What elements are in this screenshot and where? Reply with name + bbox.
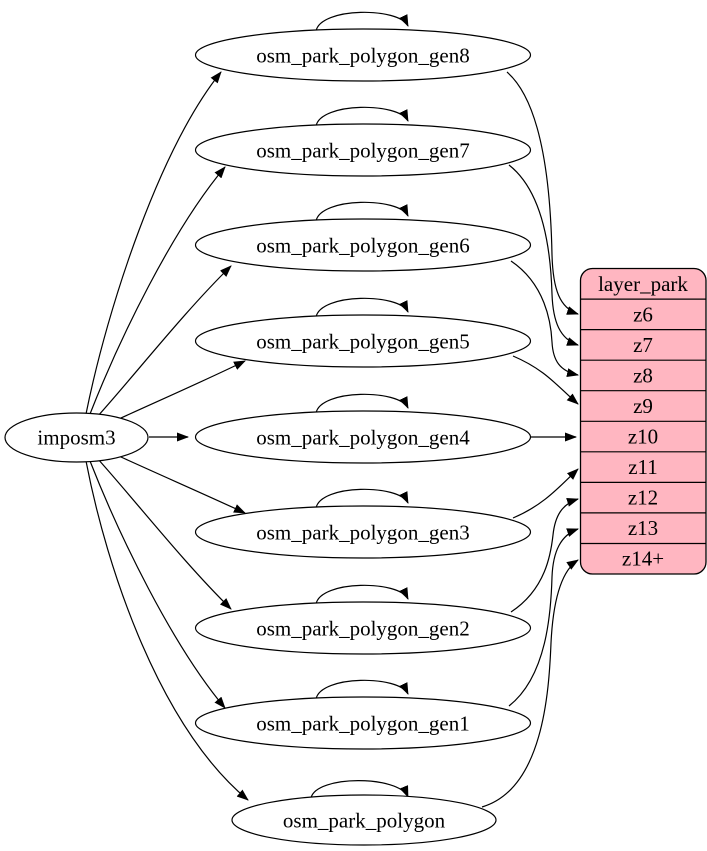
- edge-imposm3-to-gen2: [96, 457, 232, 610]
- gen3-label: osm_park_polygon_gen3: [256, 521, 469, 545]
- edge-gen2-to-z12: [510, 497, 579, 613]
- edge-imposm3-to-gen1: [89, 460, 226, 709]
- node-osm-park-polygon-gen1: osm_park_polygon_gen1: [194, 696, 532, 750]
- gen8-label: osm_park_polygon_gen8: [256, 44, 469, 68]
- node-osm-park-polygon-gen7: osm_park_polygon_gen7: [194, 123, 532, 177]
- gen2-ellipse: [194, 601, 532, 655]
- node-osm-park-polygon-gen5: osm_park_polygon_gen5: [194, 314, 532, 368]
- layer-park-row-z10: z10: [628, 425, 658, 449]
- layer-park-row-z11: z11: [628, 455, 658, 479]
- node-osm-park-polygon-gen4: osm_park_polygon_gen4: [194, 410, 532, 464]
- imposm3-ellipse: [4, 412, 149, 463]
- self-loop-gen6: [315, 201, 409, 222]
- self-loop-gen5: [315, 297, 409, 318]
- self-loop-gen7: [315, 106, 409, 127]
- self-loop-osm-park-polygon: [310, 780, 409, 799]
- edge-imposm3-to-gen6: [96, 265, 232, 418]
- gen5-ellipse: [194, 314, 532, 368]
- gen7-ellipse: [194, 123, 532, 177]
- layer-park-row-z9: z9: [633, 394, 653, 418]
- node-osm-park-polygon-gen2: osm_park_polygon_gen2: [194, 601, 532, 655]
- edge-imposm3-to-gen8: [85, 71, 222, 415]
- layer-park-row-z7: z7: [633, 333, 653, 357]
- self-loop-gen1: [315, 679, 409, 700]
- gen6-ellipse: [194, 218, 532, 272]
- layer-park-row-z6: z6: [633, 303, 653, 327]
- self-loop-gen4: [315, 393, 409, 414]
- self-loop-gen3: [315, 488, 409, 509]
- gen4-label: osm_park_polygon_gen4: [256, 426, 470, 450]
- self-loop-gen2: [315, 584, 409, 605]
- node-osm-park-polygon: osm_park_polygon: [231, 794, 497, 846]
- edge-imposm3-to-gen7: [89, 166, 226, 415]
- gen6-label: osm_park_polygon_gen6: [256, 234, 469, 258]
- self-loop-edges: [310, 11, 409, 799]
- gen1-ellipse: [194, 696, 532, 750]
- node-osm-park-polygon-gen8: osm_park_polygon_gen8: [194, 28, 532, 82]
- edge-gen8-to-z6: [506, 71, 579, 315]
- imposm3-label: imposm3: [37, 426, 115, 450]
- gen3-ellipse: [194, 505, 532, 559]
- mapping-edges: [481, 71, 579, 808]
- node-imposm3: imposm3: [4, 412, 149, 463]
- gen2-label: osm_park_polygon_gen2: [256, 617, 469, 641]
- edge-osm-park-polygon-to-z14plus: [481, 559, 579, 808]
- layer-park-row-separators: [580, 298, 706, 545]
- osm-park-polygon-label: osm_park_polygon: [283, 809, 446, 833]
- edge-imposm3-to-gen5: [109, 360, 246, 424]
- gen1-label: osm_park_polygon_gen1: [256, 712, 469, 736]
- edge-gen7-to-z7: [508, 164, 579, 346]
- layer-park-row-z14plus: z14+: [622, 547, 664, 571]
- edge-imposm3-to-osm-park-polygon: [85, 460, 249, 801]
- edge-gen6-to-z8: [510, 260, 579, 378]
- layer-park-row-z12: z12: [628, 486, 658, 510]
- layer-park-header: layer_park: [598, 272, 688, 296]
- edge-gen5-to-z9: [512, 355, 579, 405]
- edge-imposm3-to-gen3: [109, 451, 246, 514]
- gen8-ellipse: [194, 28, 532, 82]
- source-edges: [85, 71, 249, 801]
- node-osm-park-polygon-gen6: osm_park_polygon_gen6: [194, 218, 532, 272]
- layer-park-row-z13: z13: [628, 516, 658, 540]
- gen4-ellipse: [194, 410, 532, 464]
- gen7-label: osm_park_polygon_gen7: [256, 139, 469, 163]
- edge-gen1-to-z13: [508, 528, 579, 707]
- layer-park-row-z8: z8: [633, 364, 653, 388]
- layer-park-table: layer_park z6 z7 z8 z9 z10 z11 z12 z13 z…: [579, 267, 707, 575]
- edge-gen3-to-z11: [512, 468, 579, 519]
- gen5-label: osm_park_polygon_gen5: [256, 330, 469, 354]
- self-loop-gen8: [315, 11, 409, 32]
- node-osm-park-polygon-gen3: osm_park_polygon_gen3: [194, 505, 532, 559]
- osm-park-polygon-ellipse: [231, 794, 497, 846]
